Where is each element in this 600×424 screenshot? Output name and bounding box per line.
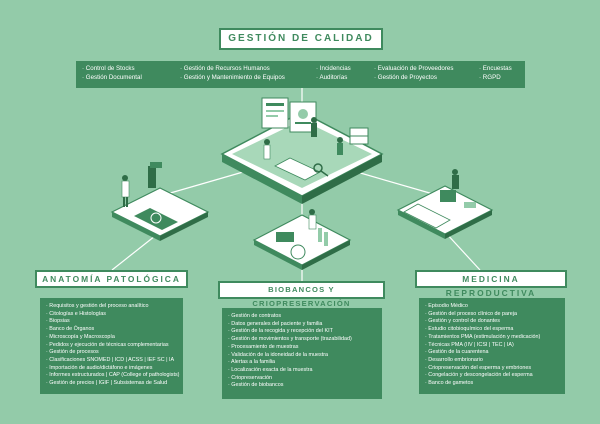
list-item: Banco de gametos	[425, 380, 565, 388]
list-item: Gestión de biobancos	[228, 382, 382, 390]
list-item: Alertas a la familia	[228, 359, 382, 367]
list-item: RGPD	[479, 74, 512, 83]
list-item: Clasificaciones SNOMED | ICD | ACSS | IE…	[46, 357, 183, 365]
biobancos-panel: Gestión de contratos Datos generales del…	[222, 308, 382, 399]
list-item: Gestión y control de donantes	[425, 318, 565, 326]
list-item: Incidencias	[316, 65, 351, 74]
list-item: Criopreservación	[228, 375, 382, 383]
quality-column-1: Control de Stocks Gestión Documental	[82, 65, 142, 82]
list-item: Gestión de Recursos Humanos	[180, 65, 285, 74]
list-item: Gestión de movimientos y transporte (tra…	[228, 336, 382, 344]
reproductive-medicine-illustration	[396, 169, 494, 239]
biobank-illustration	[252, 209, 352, 270]
list-item: Evaluación de Proveedores	[374, 65, 454, 74]
list-item: Gestión de procesos	[46, 349, 183, 357]
list-item: Citologías e Histologías	[46, 311, 183, 319]
medicina-list: Episodio Médico Gestión del proceso clín…	[425, 303, 565, 388]
connector-lines	[111, 88, 481, 285]
anatomia-title: ANATOMÍA PATOLÓGICA	[35, 270, 188, 288]
list-item: Gestión y Mantenimiento de Equipos	[180, 74, 285, 83]
list-item: Gestión del proceso clínico de pareja	[425, 311, 565, 319]
list-item: Gestión de contratos	[228, 313, 382, 321]
microscope-illustration	[110, 162, 210, 241]
list-item: Microscopía y Macroscopía	[46, 334, 183, 342]
list-item: Localización exacta de la muestra	[228, 367, 382, 375]
list-item: Congelación y descongelación del esperma	[425, 372, 565, 380]
quality-column-4: Evaluación de Proveedores Gestión de Pro…	[374, 65, 454, 83]
list-item: Estudio citobioquímico del esperma	[425, 326, 565, 334]
anatomia-panel: Requisitos y gestión del proceso analíti…	[40, 298, 183, 394]
list-item: Importación de audio/dictáfono e imágene…	[46, 365, 183, 373]
list-item: Desarrollo embrionario	[425, 357, 565, 365]
list-item: Episodio Médico	[425, 303, 565, 311]
list-item: Tratamientos PMA (estimulación y medicac…	[425, 334, 565, 342]
quality-column-2: Gestión de Recursos Humanos Gestión y Ma…	[180, 65, 285, 82]
lab-scene-illustration	[220, 97, 384, 204]
list-item: Encuestas	[479, 65, 512, 74]
list-item: Auditorías	[316, 74, 351, 83]
quality-column-3: Incidencias Auditorías	[316, 65, 351, 83]
list-item: Gestión de la recogida y recepción del K…	[228, 328, 382, 336]
quality-title: GESTIÓN DE CALIDAD	[219, 28, 383, 50]
list-item: Datos generales del paciente y familia	[228, 321, 382, 329]
list-item: Procesamiento de muestras	[228, 344, 382, 352]
medicina-title: MEDICINA REPRODUCTIVA	[415, 270, 567, 298]
medicina-panel: Episodio Médico Gestión del proceso clín…	[419, 298, 565, 394]
list-item: Control de Stocks	[82, 65, 142, 74]
list-item: Informes estructurados | CAP (College of…	[46, 372, 183, 380]
quality-column-5: Encuestas RGPD	[479, 65, 512, 82]
list-item: Técnicas PMA (IIV | ICSI | TEC | IA)	[425, 342, 565, 350]
list-item: Gestión de la cuarentena	[425, 349, 565, 357]
list-item: Gestión de precios | IGIF | Subsistemas …	[46, 380, 183, 388]
list-item: Banco de Órganos	[46, 326, 183, 334]
list-item: Biopsias	[46, 318, 183, 326]
list-item: Validación de la idoneidad de la muestra	[228, 352, 382, 360]
list-item: Requisitos y gestión del proceso analíti…	[46, 303, 183, 311]
biobancos-list: Gestión de contratos Datos generales del…	[228, 313, 382, 390]
biobancos-title: BIOBANCOS Y CRIOPRESERVACIÓN	[218, 281, 385, 308]
list-item: Gestión Documental	[82, 74, 142, 83]
anatomia-list: Requisitos y gestión del proceso analíti…	[46, 303, 183, 388]
quality-panel: Control de Stocks Gestión Documental Ges…	[76, 61, 525, 88]
list-item: Pedidos y ejecución de técnicas compleme…	[46, 342, 183, 350]
list-item: Gestión de Proyectos	[374, 74, 453, 83]
list-item: Criopreservación del esperma y embriones	[425, 365, 565, 373]
